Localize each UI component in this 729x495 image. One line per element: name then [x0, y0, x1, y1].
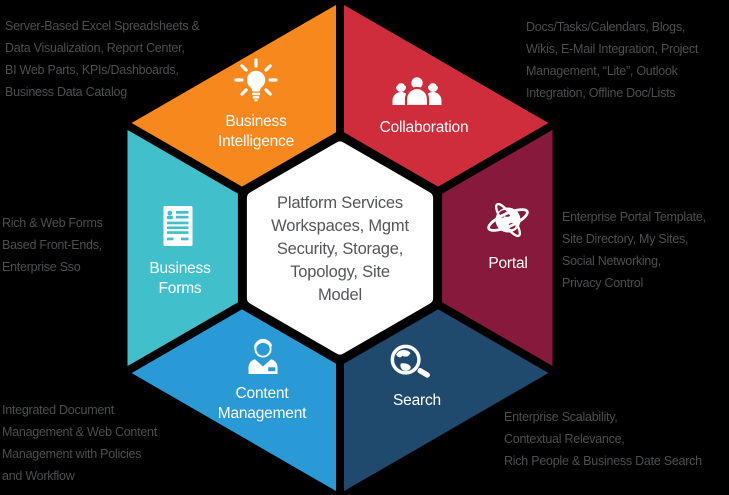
label-collaboration: Collaboration — [379, 119, 469, 136]
lightbulb-icon — [229, 57, 283, 111]
document-form-icon — [155, 203, 201, 249]
label-business-forms: Business Forms — [149, 260, 211, 297]
slice-business-forms — [119, 116, 348, 380]
annotation-business-intelligence: Server-Based Excel Spreadsheets & Data V… — [5, 19, 200, 99]
label-search: Search — [393, 392, 441, 409]
label-content-management: Content Management — [217, 385, 307, 422]
annotation-collaboration: Docs/Tasks/Calendars, Blogs, Wikis, E-Ma… — [526, 20, 699, 100]
label-business-intelligence: Business Intelligence — [217, 113, 295, 150]
person-badge-icon — [239, 331, 287, 381]
annotation-portal: Enterprise Portal Template, Site Directo… — [562, 210, 706, 290]
globe-orbit-icon — [478, 191, 538, 249]
label-portal: Portal — [488, 255, 528, 272]
annotation-content-management: Integrated Document Management & Web Con… — [2, 403, 157, 483]
annotation-search: Enterprise Scalability, Contextual Relev… — [504, 410, 702, 468]
annotation-business-forms: Rich & Web Forms Based Front-Ends, Enter… — [2, 216, 103, 274]
people-group-icon — [388, 69, 446, 115]
center-hexagon — [246, 141, 434, 355]
center-platform-services-text: Platform Services Workspaces, Mgmt Secur… — [271, 194, 409, 304]
globe-magnifier-icon — [382, 337, 436, 389]
